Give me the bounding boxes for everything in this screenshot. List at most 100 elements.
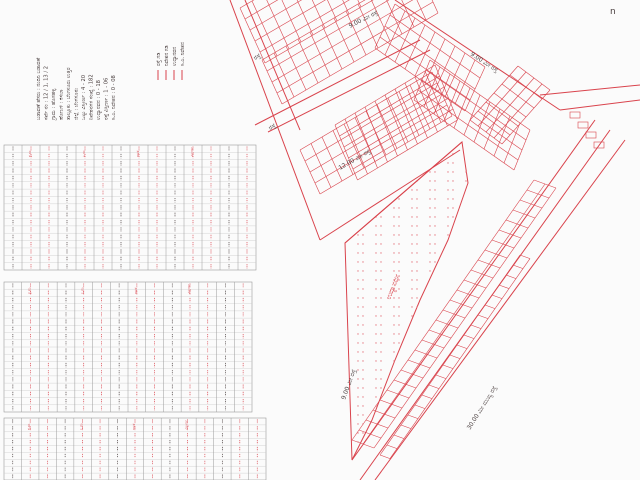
park-dot [362,387,364,389]
park-dot [357,378,359,380]
plot-line [374,100,398,157]
plot-line [384,25,476,90]
park-dot [362,414,364,416]
park-dot [411,207,413,209]
road-edge-line [244,0,301,131]
park-dot [434,225,436,227]
park-dot [398,225,400,227]
park-dot [411,315,413,317]
plot-line [498,284,510,289]
park-dot [362,396,364,398]
road-edge-box [569,111,581,119]
plot-line [394,88,418,145]
park-dot [429,207,431,209]
park-dot [429,198,431,200]
park-dot [393,315,395,317]
park-dot [375,288,377,290]
park-dot [357,360,359,362]
park-dot [452,162,454,164]
park-dot [398,306,400,308]
park-dot [398,333,400,335]
park-dot [380,342,382,344]
park-dot [447,225,449,227]
notes-line: ಸಿ.ಎ. ನಿವೇಶನ : 0 - 08 [111,75,117,120]
park-dot [411,261,413,263]
park-dot [434,180,436,182]
park-dot [398,234,400,236]
plot-line [352,108,454,170]
road-edge-box [577,121,589,129]
road-label-small-2: ರಸ್ತೆ [253,52,263,62]
park-dot [357,333,359,335]
park-dot [357,432,359,434]
park-dot [398,207,400,209]
road-edge-line [394,0,561,111]
park-dot [393,306,395,308]
park-dot [362,324,364,326]
plot-line [373,187,557,449]
park-dot [398,261,400,263]
park-dot [362,378,364,380]
plot-line [343,86,445,148]
plot-line [309,93,443,173]
plot-line [296,0,314,36]
table-frame [3,417,267,480]
park-dot [375,396,377,398]
park-dot [434,234,436,236]
plot-line [239,7,266,64]
plot-line [334,124,358,181]
park-dot [434,171,436,173]
park-dot [447,180,449,182]
park-dot [362,423,364,425]
park-dot [429,216,431,218]
plot-line [470,324,482,329]
plot-line [281,12,439,105]
road-edge-boxes [569,111,605,149]
park-dot [357,261,359,263]
park-dot [416,279,418,281]
park-dot [393,234,395,236]
park-dot [380,279,382,281]
road-edge-line [267,49,431,133]
park-dot [357,306,359,308]
plot-line [364,106,388,163]
area-table: ಕ್ರ.ಸಂನಿ.ಸಂಅಳತೆವಿಸ್ತೀರ್ಣ [3,281,253,413]
park-dot [375,342,377,344]
road-label-main: 30.00 ಮೀ ಮುಖ್ಯ ರಸ್ತೆ [466,384,499,431]
park-dot [357,387,359,389]
park-dot [357,288,359,290]
plot-line [417,89,519,161]
road-label-lower: 9.00 ಮೀ ರಸ್ತೆ [340,368,358,400]
park-dot [362,360,364,362]
plot-line [271,0,414,83]
plot-line [266,0,390,72]
park-dot [447,234,449,236]
park-dot [429,225,431,227]
notes-line: ಹೋಬಳಿ : ಕಸಬಾ [59,89,65,120]
park-dot [411,189,413,191]
park-dot [416,243,418,245]
plot-line [334,64,436,126]
park-dot [411,297,413,299]
plot-line [276,1,434,94]
table-header: ವಿಸ್ತೀರ್ಣ [190,147,194,157]
table-header: ನಿ.ಸಂ [81,287,85,294]
area-tables: ಕ್ರ.ಸಂನಿ.ಸಂಅಳತೆವಿಸ್ತೀರ್ಣಕ್ರ.ಸಂನಿ.ಸಂಅಳತೆವ… [3,144,267,480]
park-dot [398,198,400,200]
park-dot [452,189,454,191]
plot-line [266,0,290,50]
park-dot [447,198,449,200]
park-dot [429,252,431,254]
plot-line [264,0,374,64]
table-header: ನಿ.ಸಂ [80,423,84,430]
park-dot [416,306,418,308]
park-dot [398,216,400,218]
park-dot [362,405,364,407]
plot-line [477,314,489,319]
park-dot [416,297,418,299]
plot-line [254,0,326,42]
plot-line [491,294,503,299]
plot-line [407,414,419,419]
park-dot [357,441,359,443]
park-dot [452,171,454,173]
